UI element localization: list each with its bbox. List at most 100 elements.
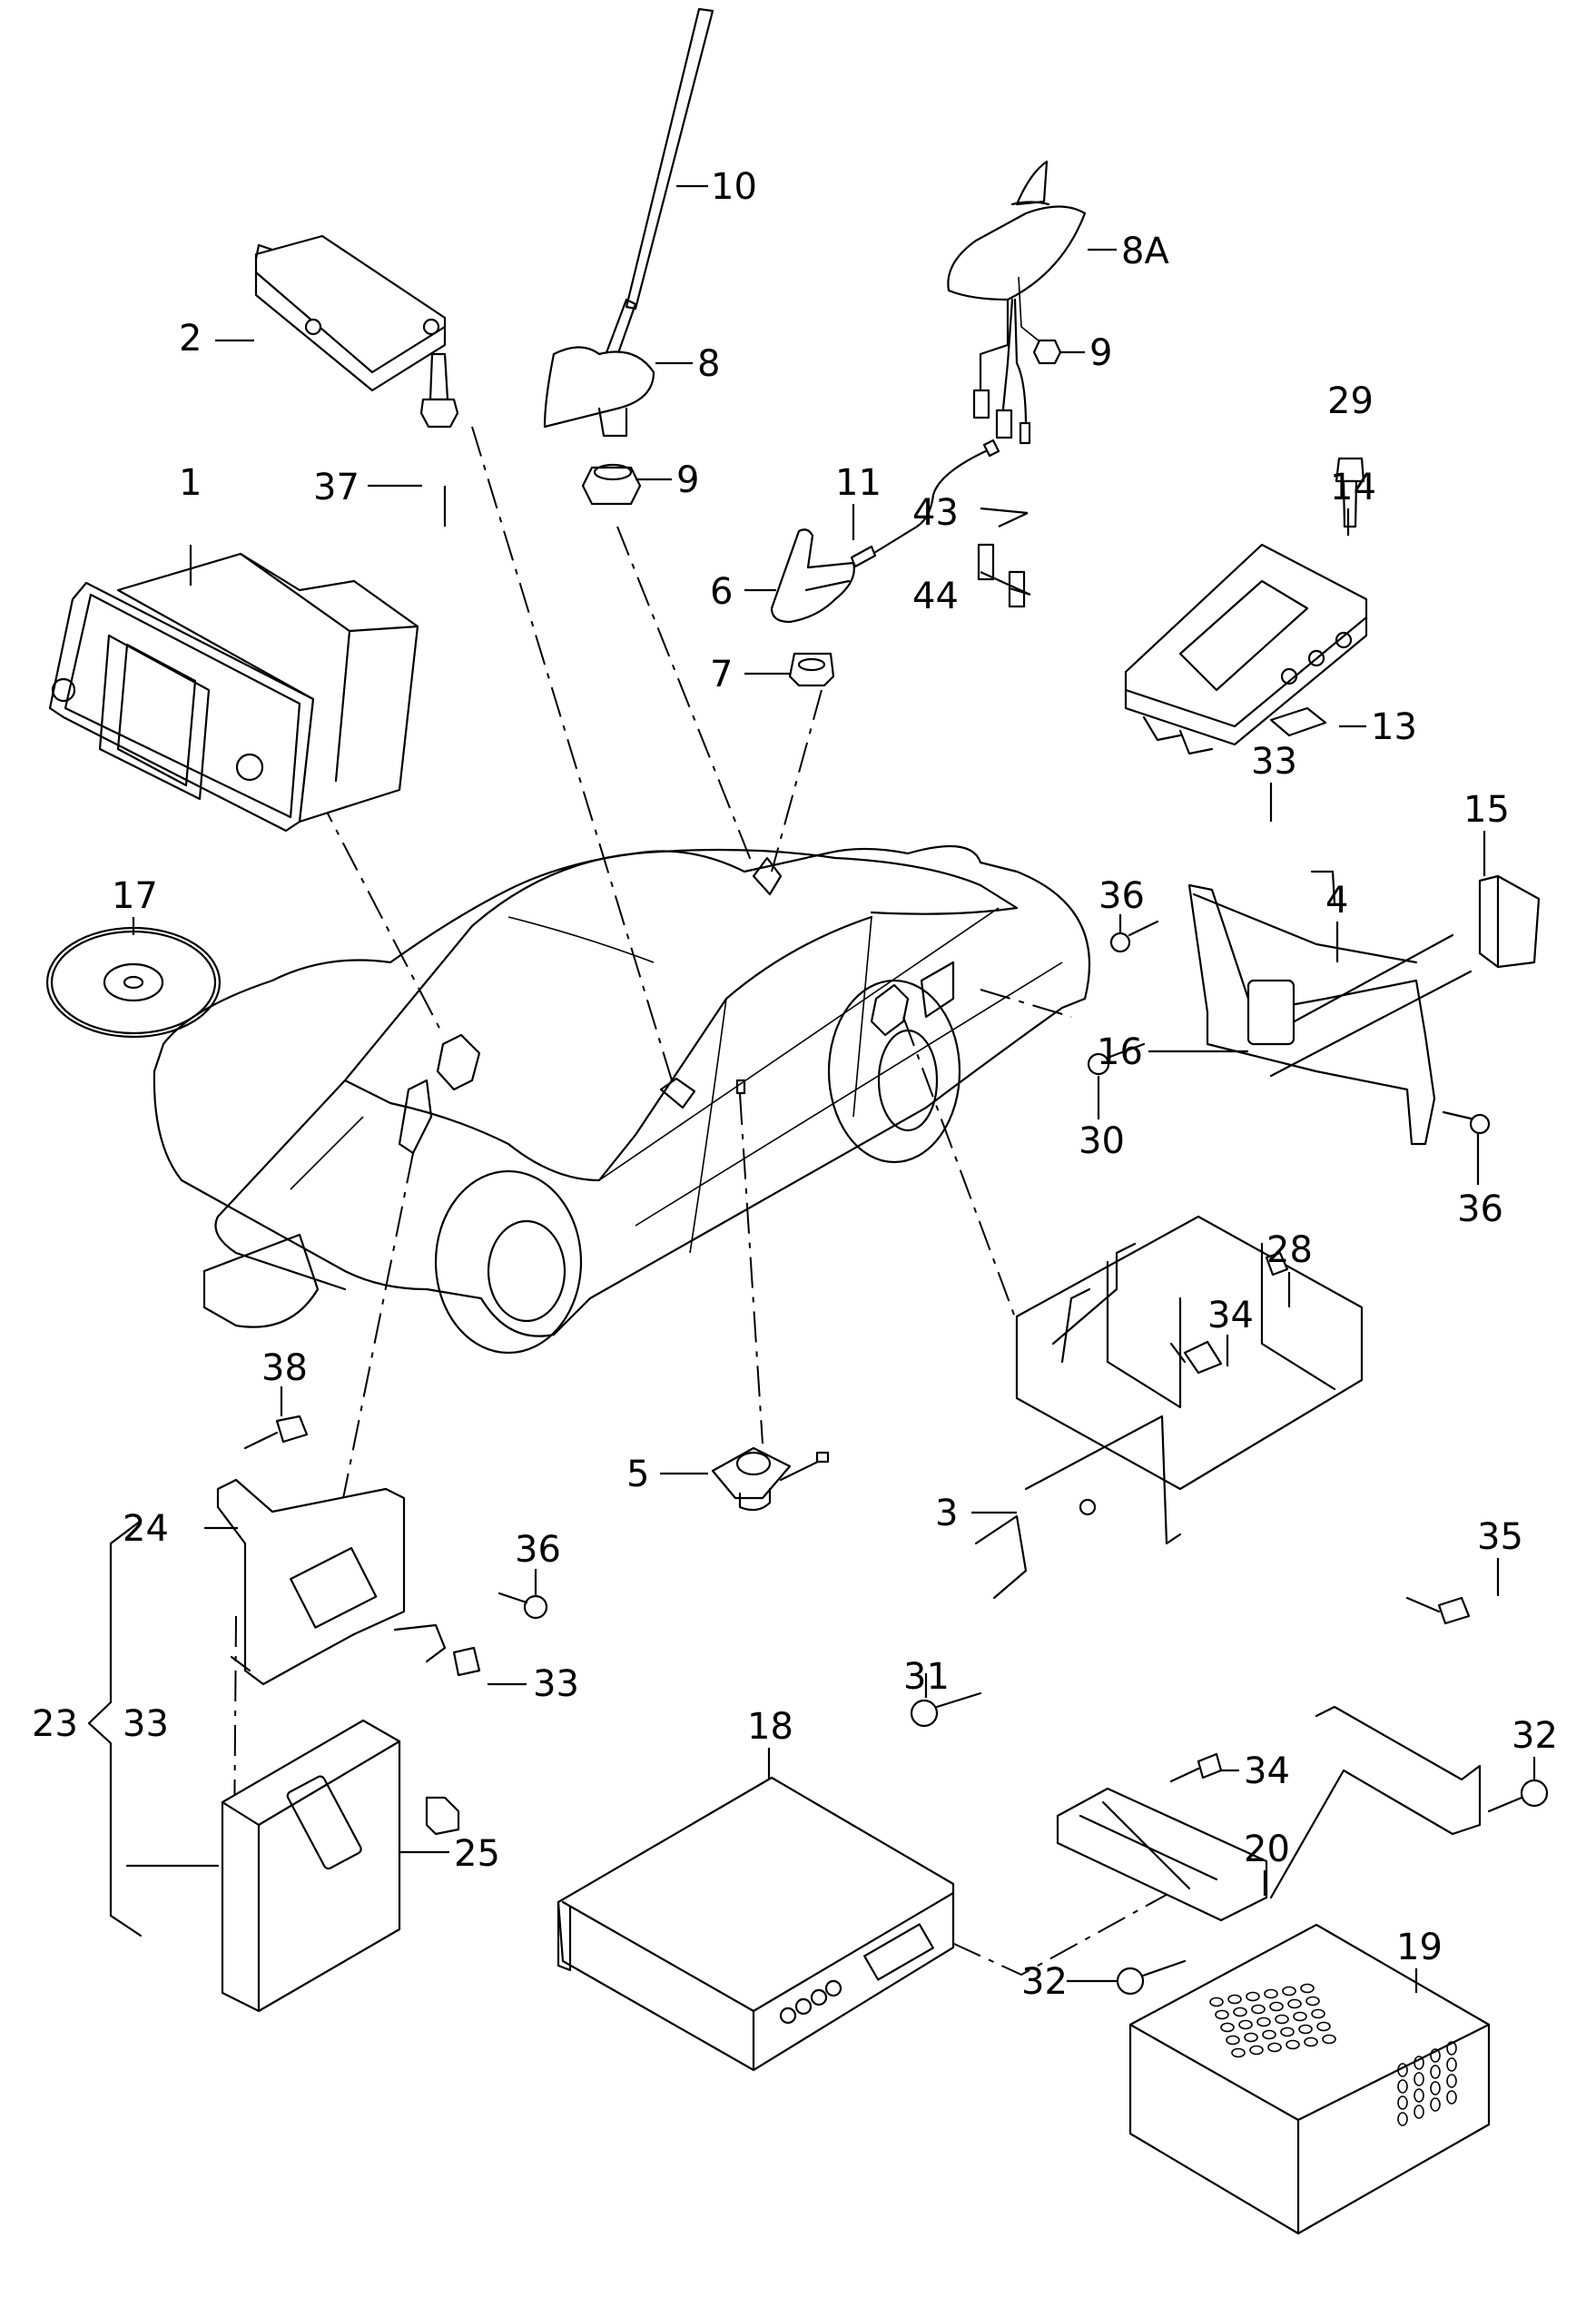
mount-marker-3 [659, 1077, 696, 1109]
callout-8: 8 [697, 343, 720, 385]
callout-43: 43 [912, 492, 959, 534]
vent-hole [1286, 2039, 1300, 2050]
vent-hole [1267, 2042, 1282, 2053]
vent-hole [1446, 2074, 1457, 2088]
vent-hole [1269, 2001, 1284, 2012]
vent-hole [1397, 2112, 1408, 2126]
callout-2: 2 [179, 318, 202, 360]
bracket-24 [216, 1478, 447, 1686]
callout-25: 25 [454, 1833, 500, 1875]
vent-hole [1275, 2014, 1289, 2025]
vent-hole [1280, 2026, 1295, 2037]
callout-33b: 33 [533, 1663, 579, 1705]
mount-marker-5 [870, 983, 910, 1037]
vent-hole [1430, 2097, 1441, 2112]
screws-32 [1116, 1779, 1549, 1996]
speaker-5 [711, 1446, 830, 1512]
vent-hole [1209, 1996, 1224, 2007]
vent-hole [1231, 2047, 1246, 2058]
antenna-wires [972, 276, 1045, 445]
callout-36b: 36 [1457, 1188, 1503, 1230]
control-unit-14 [1124, 543, 1368, 755]
screw-37 [419, 352, 459, 429]
callout-31: 31 [903, 1656, 950, 1698]
callout-37: 37 [313, 467, 360, 508]
vent-hole [1316, 2021, 1331, 2032]
bolts-34-35-31 [910, 1251, 1471, 1783]
callout-9b: 9 [1089, 332, 1112, 374]
callout-29: 29 [1327, 380, 1374, 422]
mount-marker-2 [398, 1079, 433, 1155]
callout-13: 13 [1371, 706, 1417, 748]
control-module-19 [1128, 1923, 1491, 2235]
roof-antenna-marker [752, 856, 783, 896]
vent-hole [1215, 2009, 1229, 2020]
vent-hole [1304, 2036, 1318, 2047]
vent-hole [1293, 2011, 1307, 2022]
hex-nut [581, 463, 642, 506]
callout-7: 7 [710, 654, 733, 695]
vent-holes [1209, 1983, 1457, 2126]
vent-hole [1264, 1988, 1278, 1999]
callout-30: 30 [1079, 1120, 1125, 1162]
callout-3: 3 [935, 1493, 958, 1534]
mount-marker-6 [920, 961, 955, 1019]
vent-hole [1414, 2088, 1424, 2103]
vent-hole [1446, 2041, 1457, 2056]
callout-9a: 9 [676, 459, 699, 501]
car-outline [153, 844, 1091, 1355]
vent-hole [1287, 1998, 1302, 2009]
navigation-disc [45, 926, 222, 1039]
label-pad-13 [1269, 706, 1327, 737]
vent-hole [1414, 2072, 1424, 2086]
callout-18: 18 [747, 1706, 793, 1748]
antenna-amplifier [254, 234, 447, 392]
callout-4: 4 [1325, 880, 1348, 922]
vent-hole [1311, 2008, 1325, 2019]
antenna-cable [850, 439, 1000, 568]
callout-36a: 36 [1098, 875, 1145, 917]
mounting-frame-3 [974, 1215, 1364, 1600]
vent-hole [1226, 2035, 1240, 2046]
callout-6: 6 [710, 571, 733, 613]
callout-36c: 36 [515, 1529, 561, 1571]
callout-38: 38 [261, 1347, 308, 1389]
vent-hole [1414, 2056, 1424, 2070]
callout-33c: 33 [123, 1703, 169, 1745]
callout-34b: 34 [1244, 1750, 1290, 1792]
shark-fin-antenna [947, 160, 1087, 301]
hex-nut-9b [1032, 339, 1062, 365]
callout-17: 17 [112, 875, 158, 917]
vent-hole [1233, 2006, 1247, 2017]
vent-hole [1249, 2045, 1264, 2056]
vent-hole [1300, 1983, 1315, 1994]
vent-hole [1446, 2057, 1457, 2072]
vent-hole [1397, 2095, 1408, 2110]
vent-hole [1414, 2105, 1424, 2119]
callout-28: 28 [1266, 1229, 1313, 1271]
callout-24: 24 [123, 1508, 169, 1550]
bolt-38 [243, 1415, 309, 1450]
callout-10: 10 [711, 166, 757, 208]
vent-hole [1446, 2090, 1457, 2105]
vent-hole [1220, 2022, 1235, 2033]
vent-hole [1397, 2063, 1408, 2077]
vent-hole [1298, 2024, 1313, 2035]
vent-hole [1430, 2081, 1441, 2095]
vent-hole [1430, 2048, 1441, 2063]
callout-11: 11 [835, 462, 882, 504]
mount-marker-1 [436, 1033, 481, 1091]
callout-35: 35 [1477, 1516, 1523, 1558]
antenna-mast [596, 7, 714, 383]
callout-14: 14 [1330, 467, 1376, 508]
radio-navigation-unit [48, 552, 419, 833]
vent-hole [1282, 1986, 1296, 1996]
antenna-nut [788, 652, 835, 687]
vent-hole [1262, 2029, 1276, 2040]
callout-8a: 8A [1121, 231, 1169, 272]
vent-hole [1256, 2016, 1271, 2027]
clip-25 [425, 1796, 460, 1836]
callout-32a: 32 [1021, 1961, 1068, 2003]
screws-36-30 [1087, 920, 1491, 1135]
